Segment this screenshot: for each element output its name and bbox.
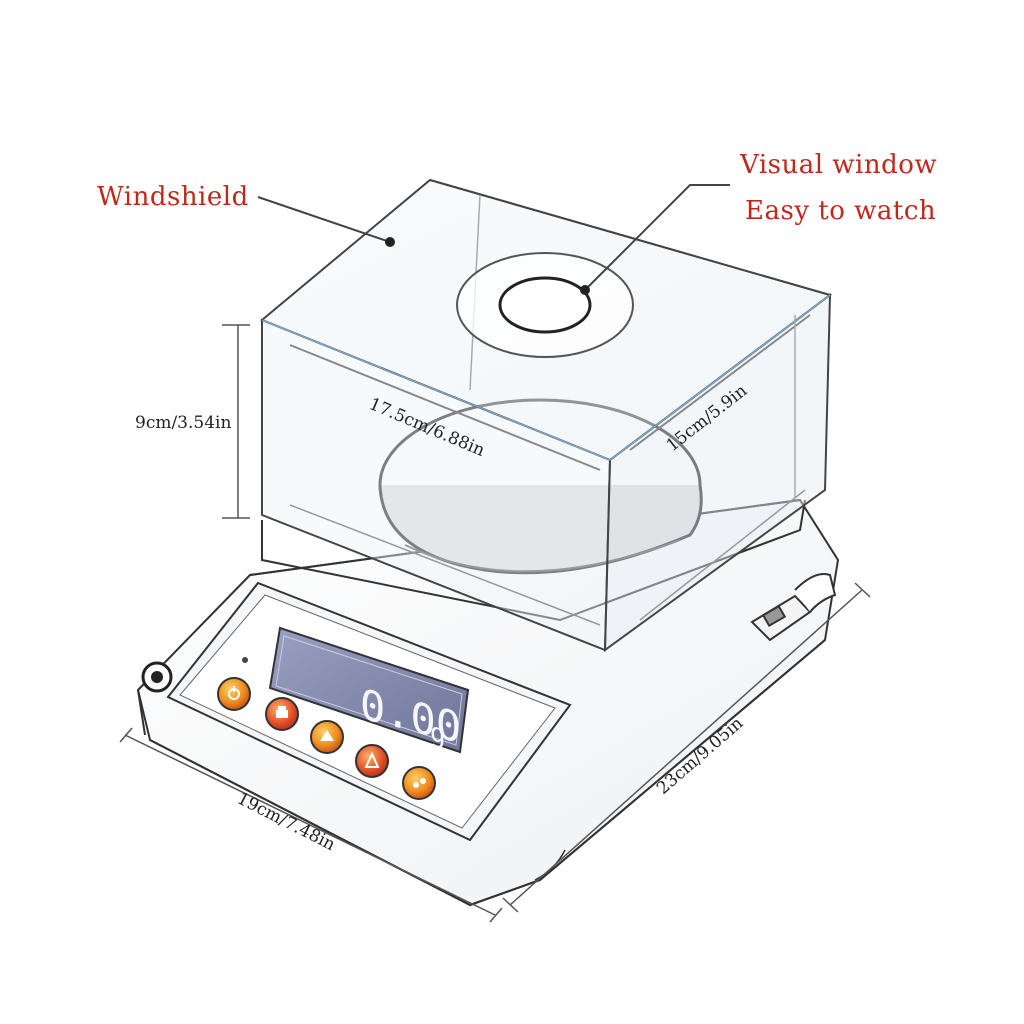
button-3[interactable] xyxy=(310,720,344,754)
button-1[interactable] xyxy=(217,677,251,711)
level-bubble-icon xyxy=(141,661,173,693)
lcd-unit: g xyxy=(430,716,446,750)
button-5[interactable] xyxy=(402,766,436,800)
side-port-icon xyxy=(750,573,837,642)
visual-window-label: Visual window xyxy=(739,150,937,180)
height-dimension: 9cm/3.54in xyxy=(135,413,231,433)
tare-icon xyxy=(320,730,334,741)
power-icon xyxy=(228,686,240,700)
windshield-box xyxy=(260,178,833,653)
dimension-lines xyxy=(119,324,871,923)
windshield-label: Windshield xyxy=(97,182,249,212)
button-4[interactable] xyxy=(355,744,389,778)
mode-icon xyxy=(413,778,426,788)
print-icon xyxy=(276,706,288,718)
button-2[interactable] xyxy=(265,697,299,731)
calibrate-icon xyxy=(364,751,380,768)
callout-lines xyxy=(257,184,730,295)
indicator-dot xyxy=(242,657,248,663)
easy-to-watch-label: Easy to watch xyxy=(745,196,936,226)
